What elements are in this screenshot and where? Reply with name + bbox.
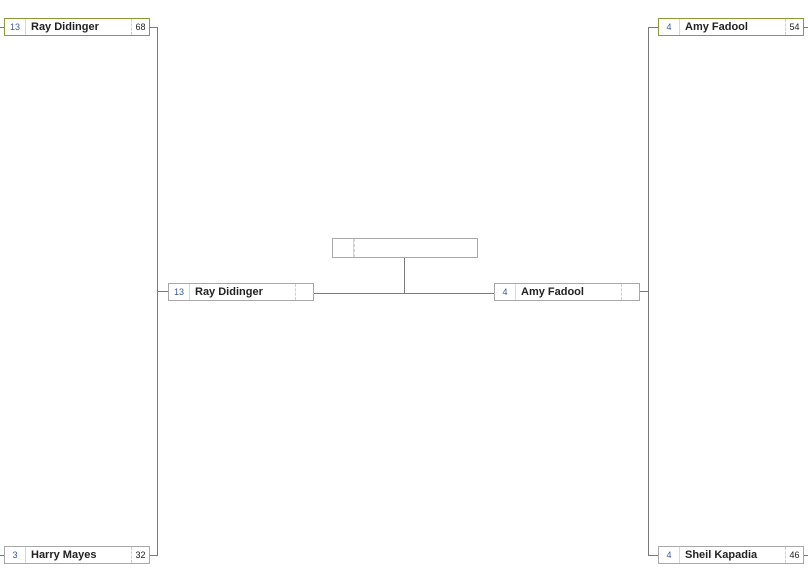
seed-label: 4 xyxy=(659,547,680,563)
bracket-slot-left-bottom[interactable]: 3 Harry Mayes 32 xyxy=(4,546,150,564)
connector-right-vertical xyxy=(648,27,649,556)
connector-right-to-semi xyxy=(639,291,649,292)
bracket-slot-right-bottom[interactable]: 4 Sheil Kapadia 46 xyxy=(658,546,804,564)
player-name: Sheil Kapadia xyxy=(685,549,758,561)
seed-label: 4 xyxy=(495,284,516,300)
seed-label: 4 xyxy=(659,19,680,35)
player-name: Amy Fadool xyxy=(685,21,748,33)
score-label xyxy=(295,284,313,300)
bracket-slot-left-semi[interactable]: 13 Ray Didinger xyxy=(168,283,314,301)
score-label: 46 xyxy=(785,547,803,563)
connector-left-to-semi xyxy=(157,291,168,292)
connector-left-r1-top xyxy=(149,27,158,28)
bracket-slot-right-semi[interactable]: 4 Amy Fadool xyxy=(494,283,640,301)
player-name xyxy=(354,239,460,257)
connector-right-bottom xyxy=(804,555,808,556)
player-name: Harry Mayes xyxy=(31,549,97,561)
connector-final-vertical xyxy=(404,257,405,294)
connector-semis xyxy=(313,293,494,294)
seed-label: 13 xyxy=(169,284,190,300)
bracket-slot-final[interactable] xyxy=(332,238,478,258)
seed-label: 3 xyxy=(5,547,26,563)
seed-label xyxy=(333,239,354,257)
connector-right-top xyxy=(804,27,808,28)
connector-left-r1-bottom xyxy=(149,555,158,556)
score-label: 54 xyxy=(785,19,803,35)
connector-right-r1-bottom xyxy=(648,555,659,556)
player-name: Ray Didinger xyxy=(195,286,263,298)
player-name: Ray Didinger xyxy=(31,21,99,33)
player-name: Amy Fadool xyxy=(521,286,584,298)
connector-right-r1-top xyxy=(648,27,659,28)
bracket-slot-left-top[interactable]: 13 Ray Didinger 68 xyxy=(4,18,150,36)
connector-left-top xyxy=(0,27,4,28)
score-label: 68 xyxy=(131,19,149,35)
score-label: 32 xyxy=(131,547,149,563)
score-label xyxy=(621,284,639,300)
score-label xyxy=(460,239,477,257)
connector-left-bottom xyxy=(0,555,4,556)
seed-label: 13 xyxy=(5,19,26,35)
bracket-slot-right-top[interactable]: 4 Amy Fadool 54 xyxy=(658,18,804,36)
